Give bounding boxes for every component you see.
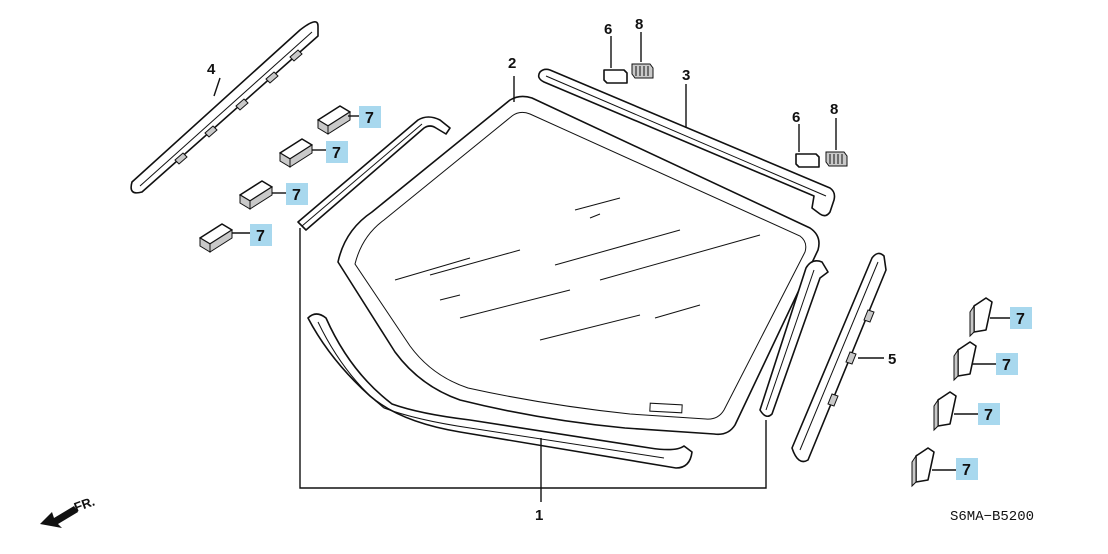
upper-molding-part-4 xyxy=(130,21,319,194)
callout-7-box xyxy=(978,403,1000,425)
clip-group-right xyxy=(911,297,1010,488)
callout-7-box xyxy=(1010,307,1032,329)
clip xyxy=(239,180,273,210)
callout-7-box xyxy=(250,224,272,246)
callout-7-box xyxy=(326,141,348,163)
clip xyxy=(279,138,313,168)
callout-part-4: 4 xyxy=(207,61,216,78)
fastener-group-right xyxy=(795,118,848,168)
callout-part-2: 2 xyxy=(508,55,516,72)
front-direction-label: FR. xyxy=(72,494,97,515)
callout-part-7: 7 xyxy=(962,462,971,479)
callout-part-7: 7 xyxy=(332,145,341,162)
callout-7-box xyxy=(996,353,1018,375)
top-weatherstrip-part-3 xyxy=(537,68,836,217)
clip-group-left xyxy=(199,105,360,253)
clip xyxy=(933,391,957,432)
callout-part-6-top: 6 xyxy=(604,21,612,38)
clip xyxy=(911,447,935,488)
callout-part-1: 1 xyxy=(535,507,543,524)
part-1-bracket xyxy=(213,76,767,502)
arrow-icon xyxy=(40,506,78,528)
clip xyxy=(199,223,233,253)
clip xyxy=(317,105,351,135)
callout-part-8-top: 8 xyxy=(635,16,643,33)
callout-part-7: 7 xyxy=(365,110,374,127)
callout-7-box xyxy=(359,106,381,128)
front-direction-arrow: FR. xyxy=(40,494,97,528)
callout-part-8-right: 8 xyxy=(830,101,838,118)
upper-left-dam-rubber xyxy=(297,116,451,231)
fastener-group-top xyxy=(603,32,654,84)
callout-7-box xyxy=(286,183,308,205)
callout-part-3: 3 xyxy=(682,67,690,84)
side-molding-part-5 xyxy=(791,252,887,463)
callout-part-7: 7 xyxy=(292,187,301,204)
lower-dam-rubber xyxy=(307,313,693,469)
callout-part-7: 7 xyxy=(1016,311,1025,328)
callout-part-7-highlights: 7 7 7 7 7 7 7 7 xyxy=(250,106,1032,480)
callout-part-5: 5 xyxy=(888,351,896,368)
callout-part-6-right: 6 xyxy=(792,109,800,126)
diagram-code: S6MA−B5200 xyxy=(950,509,1034,525)
windshield-glass-part-2 xyxy=(337,95,820,436)
callout-7-box xyxy=(956,458,978,480)
callout-part-7: 7 xyxy=(984,407,993,424)
clip xyxy=(969,297,993,338)
clip xyxy=(953,341,977,382)
callout-part-7: 7 xyxy=(1002,357,1011,374)
right-side-dam-rubber xyxy=(759,260,829,418)
callout-part-7: 7 xyxy=(256,228,265,245)
